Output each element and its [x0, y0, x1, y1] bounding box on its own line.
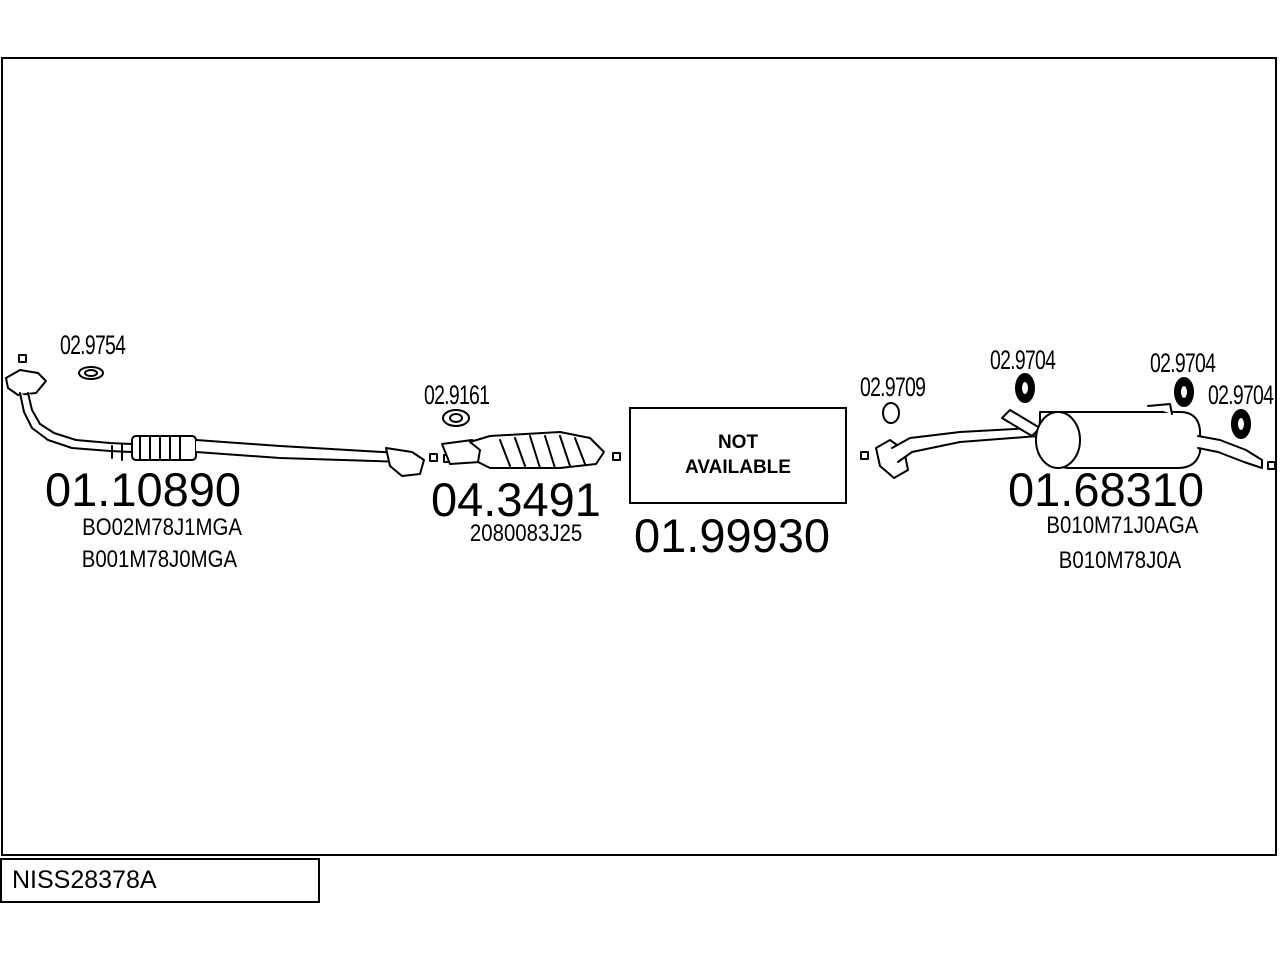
oe-reference: B010M78J0A — [1058, 547, 1182, 574]
fitting-code-label: 02.9709 — [860, 372, 926, 402]
part-number: 01.99930 — [634, 509, 831, 562]
part-number: 01.68310 — [1008, 463, 1205, 516]
oe-reference: 2080083J25 — [469, 520, 583, 547]
fitting-code-label: 02.9704 — [990, 345, 1056, 375]
fitting-02-9709-drawing — [860, 402, 900, 460]
diagram-code: NISS28378A — [12, 866, 157, 894]
fitting-code-label: 02.9161 — [424, 380, 490, 410]
fitting-02-9754-drawing — [78, 366, 104, 380]
part-number: 01.10890 — [45, 463, 242, 516]
oe-reference: B010M71J0AGA — [1046, 512, 1199, 539]
oe-reference: B001M78J0MGA — [81, 546, 238, 573]
diagram-code-box: NISS28378A — [0, 858, 320, 903]
fitting-code-label: 02.9704 — [1150, 348, 1216, 378]
oe-reference: BO02M78J1MGA — [82, 514, 242, 541]
catalyst-drawing — [441, 409, 621, 469]
not-available-box: NOT AVAILABLE — [629, 407, 847, 504]
fitting-code-label: 02.9704 — [1208, 380, 1274, 410]
diagram-frame — [1, 57, 1277, 856]
rear-silencer-drawing — [875, 373, 1276, 479]
front-pipe-drawing — [5, 354, 438, 477]
fitting-code-label: 02.9754 — [60, 330, 126, 360]
not-available-text-2: AVAILABLE — [685, 456, 791, 478]
not-available-text-1: NOT — [717, 431, 759, 453]
part-number: 04.3491 — [431, 473, 601, 526]
